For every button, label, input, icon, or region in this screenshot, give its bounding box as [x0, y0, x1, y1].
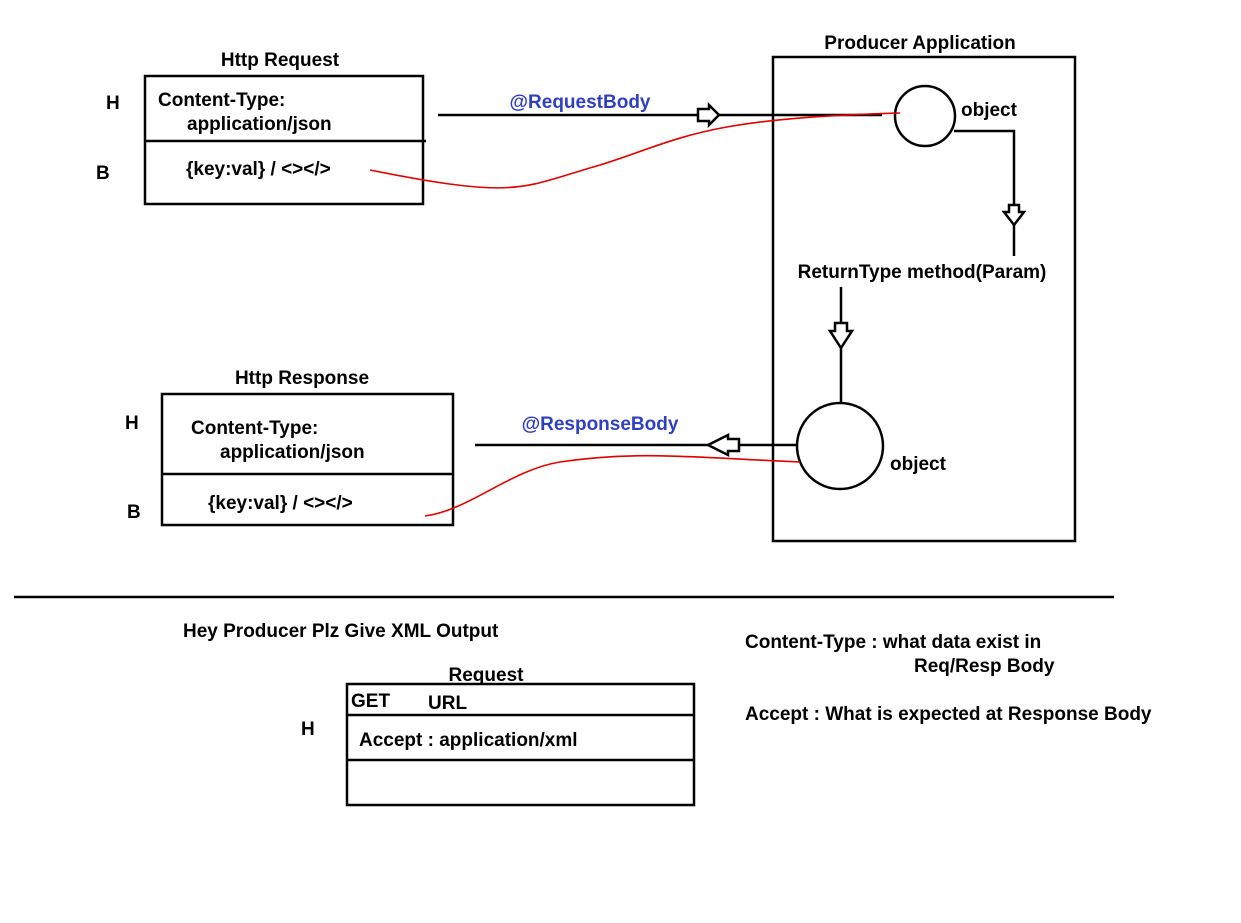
http-response-group: Http Response H B Content-Type: applicat…: [125, 368, 455, 527]
request-arrow-head: [696, 101, 721, 129]
http-request-body-marker: B: [96, 163, 110, 184]
request-body-annotation: @RequestBody: [510, 92, 651, 113]
http-request-group: Http Request H B Content-Type: applicati…: [96, 50, 426, 206]
request-body-arrow: @RequestBody: [438, 92, 882, 129]
output-object-circle: [795, 401, 885, 491]
http-request-body-text: {key:val} / <></>: [186, 159, 331, 180]
output-object-label: object: [890, 454, 947, 475]
bottom-heading: Hey Producer Plz Give XML Output: [183, 621, 499, 642]
response-arrow-head: [705, 432, 741, 458]
producer-application-group: Producer Application object ReturnType m…: [771, 33, 1077, 543]
http-response-body-marker: B: [127, 502, 141, 523]
request-body-connector: [369, 112, 901, 189]
bottom-header-marker: H: [301, 719, 315, 740]
note-accept: Accept : What is expected at Response Bo…: [745, 704, 1152, 725]
response-body-connector: [424, 454, 801, 517]
bottom-request-url: URL: [428, 693, 467, 714]
http-request-header-marker: H: [106, 93, 120, 114]
http-response-box: [160, 392, 455, 527]
xml-request-group: Hey Producer Plz Give XML Output Request…: [183, 621, 696, 807]
bottom-accept-header: Accept : application/xml: [359, 730, 578, 751]
http-response-content-type-key: Content-Type:: [191, 418, 318, 439]
response-body-arrow: @ResponseBody: [475, 414, 797, 458]
producer-box: [771, 55, 1077, 543]
http-request-content-type-value: application/json: [187, 114, 332, 135]
http-response-title: Http Response: [235, 368, 369, 389]
http-response-content-type-value: application/json: [220, 442, 365, 463]
bottom-request-method: GET: [351, 691, 390, 712]
note-content-type-line1: Content-Type : what data exist in: [745, 632, 1041, 653]
note-content-type-line2: Req/Resp Body: [914, 656, 1055, 677]
http-response-header-marker: H: [125, 413, 139, 434]
object-to-method-arrow-head: [1001, 203, 1027, 228]
http-request-title: Http Request: [221, 50, 340, 71]
method-to-output-arrow-head: [827, 321, 855, 351]
bottom-request-title: Request: [449, 665, 525, 686]
input-object-label: object: [961, 100, 1018, 121]
method-signature: ReturnType method(Param): [798, 262, 1047, 283]
response-body-annotation: @ResponseBody: [522, 414, 679, 435]
object-to-method-line: [954, 129, 1016, 205]
notes-group: Content-Type : what data exist in Req/Re…: [745, 632, 1152, 725]
producer-title: Producer Application: [824, 33, 1015, 54]
http-request-content-type-key: Content-Type:: [158, 90, 285, 111]
bottom-request-box: [345, 682, 696, 807]
input-object-circle: [893, 84, 957, 148]
http-response-body-text: {key:val} / <></>: [208, 493, 353, 514]
